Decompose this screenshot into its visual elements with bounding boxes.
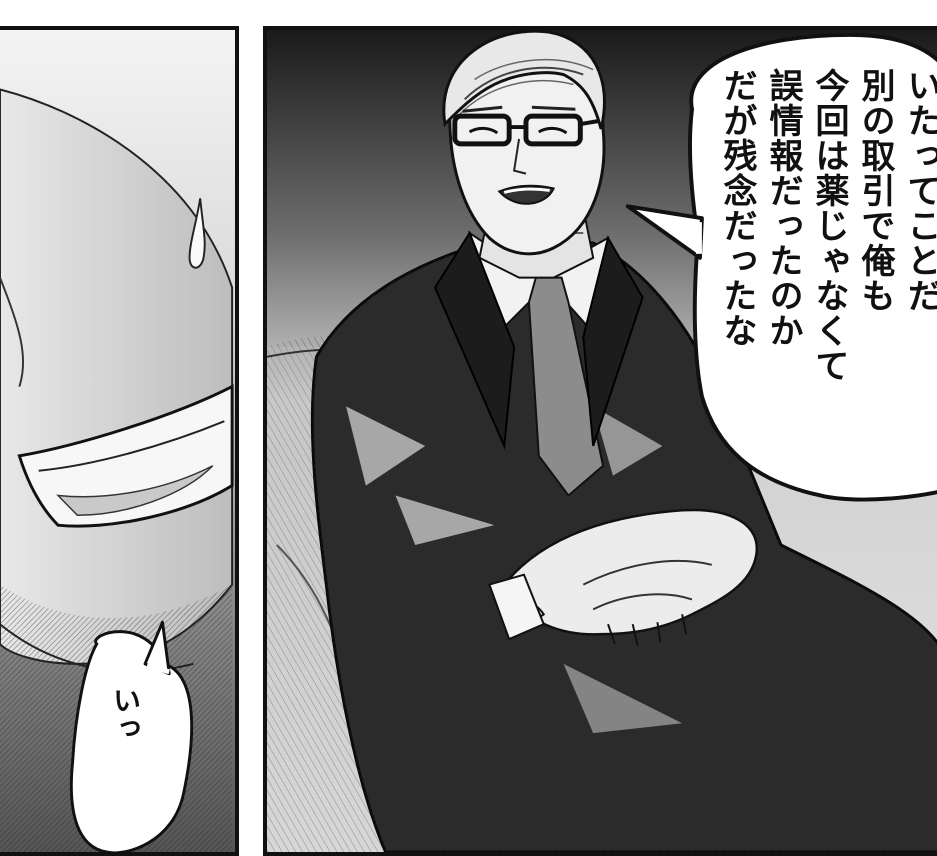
right-panel	[263, 26, 937, 856]
hands	[502, 508, 758, 636]
right-panel-art	[267, 30, 937, 852]
left-bubble-text: いっ	[109, 686, 142, 742]
left-panel-art	[0, 30, 235, 852]
bubble-line-2: 誤情報だったのか	[763, 68, 803, 348]
hair	[442, 30, 606, 130]
right-bubble-text: いたってことだ 別の取引で俺も 今回は薬じゃなくて 誤情報だったのか だが残念だ…	[714, 68, 937, 383]
mouth	[17, 384, 234, 528]
glasses-icon	[452, 113, 512, 147]
bubble-line-1: だが残念だったな	[717, 68, 757, 348]
bubble-line-5: いたってことだ	[901, 68, 937, 313]
left-panel	[0, 26, 239, 856]
sweat-drop-icon	[188, 198, 206, 269]
bubble-line-3: 今回は薬じゃなくて	[809, 68, 849, 383]
bubble-line-4: 別の取引で俺も	[855, 68, 895, 313]
necktie	[527, 276, 605, 497]
